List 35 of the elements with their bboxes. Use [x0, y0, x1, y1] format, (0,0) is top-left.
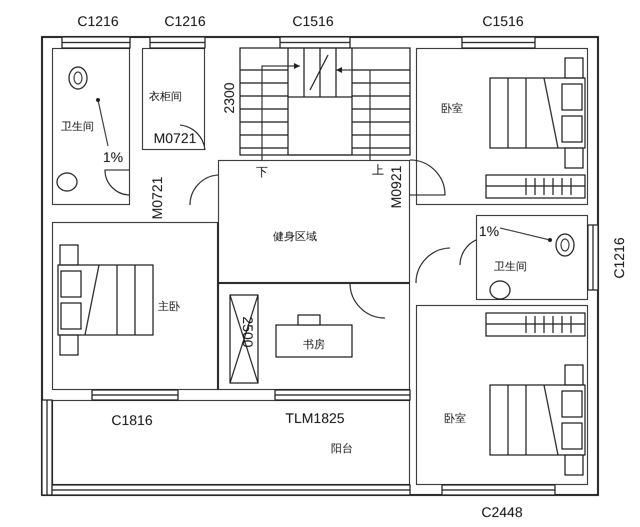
room-outline: [218, 160, 410, 283]
door-code: M0721: [154, 131, 196, 145]
room-label: 阳台: [331, 441, 353, 456]
window-code: C1516: [482, 14, 524, 28]
dimension-text: 2500: [241, 316, 255, 348]
window-code: C2448: [481, 505, 523, 519]
room-label: 健身区域: [273, 229, 317, 244]
room-label: 卫生间: [494, 259, 527, 274]
door-code: M0721: [150, 176, 164, 220]
window-code: C1216: [612, 237, 626, 279]
room-outline: [142, 48, 205, 150]
room-label: 书房: [303, 337, 325, 352]
room-label: 衣柜间: [149, 89, 182, 104]
slope-mark: 1%: [478, 224, 500, 238]
dimension-text: 2300: [222, 82, 236, 114]
window-code: C1516: [292, 14, 334, 28]
room-outline: [218, 283, 410, 390]
stair-direction: 上: [372, 163, 384, 177]
door-code: TLM1825: [285, 411, 345, 425]
room-outline: [416, 305, 588, 485]
room-outline: [52, 222, 218, 390]
room-label: 卫生间: [61, 119, 94, 134]
door-code: M0921: [389, 166, 403, 208]
room-label: 主卧: [158, 299, 180, 314]
room-outline: [416, 48, 588, 205]
room-label: 卧室: [444, 411, 466, 426]
window-code: C1216: [164, 14, 206, 28]
room-outline: [476, 215, 588, 300]
room-outline: [52, 48, 130, 205]
window-code: C1816: [111, 413, 153, 427]
stair-direction: 下: [256, 165, 268, 179]
slope-mark: 1%: [102, 150, 124, 164]
window-code: C1216: [77, 14, 119, 28]
room-label: 卧室: [441, 101, 463, 116]
room-outline: [52, 400, 410, 485]
